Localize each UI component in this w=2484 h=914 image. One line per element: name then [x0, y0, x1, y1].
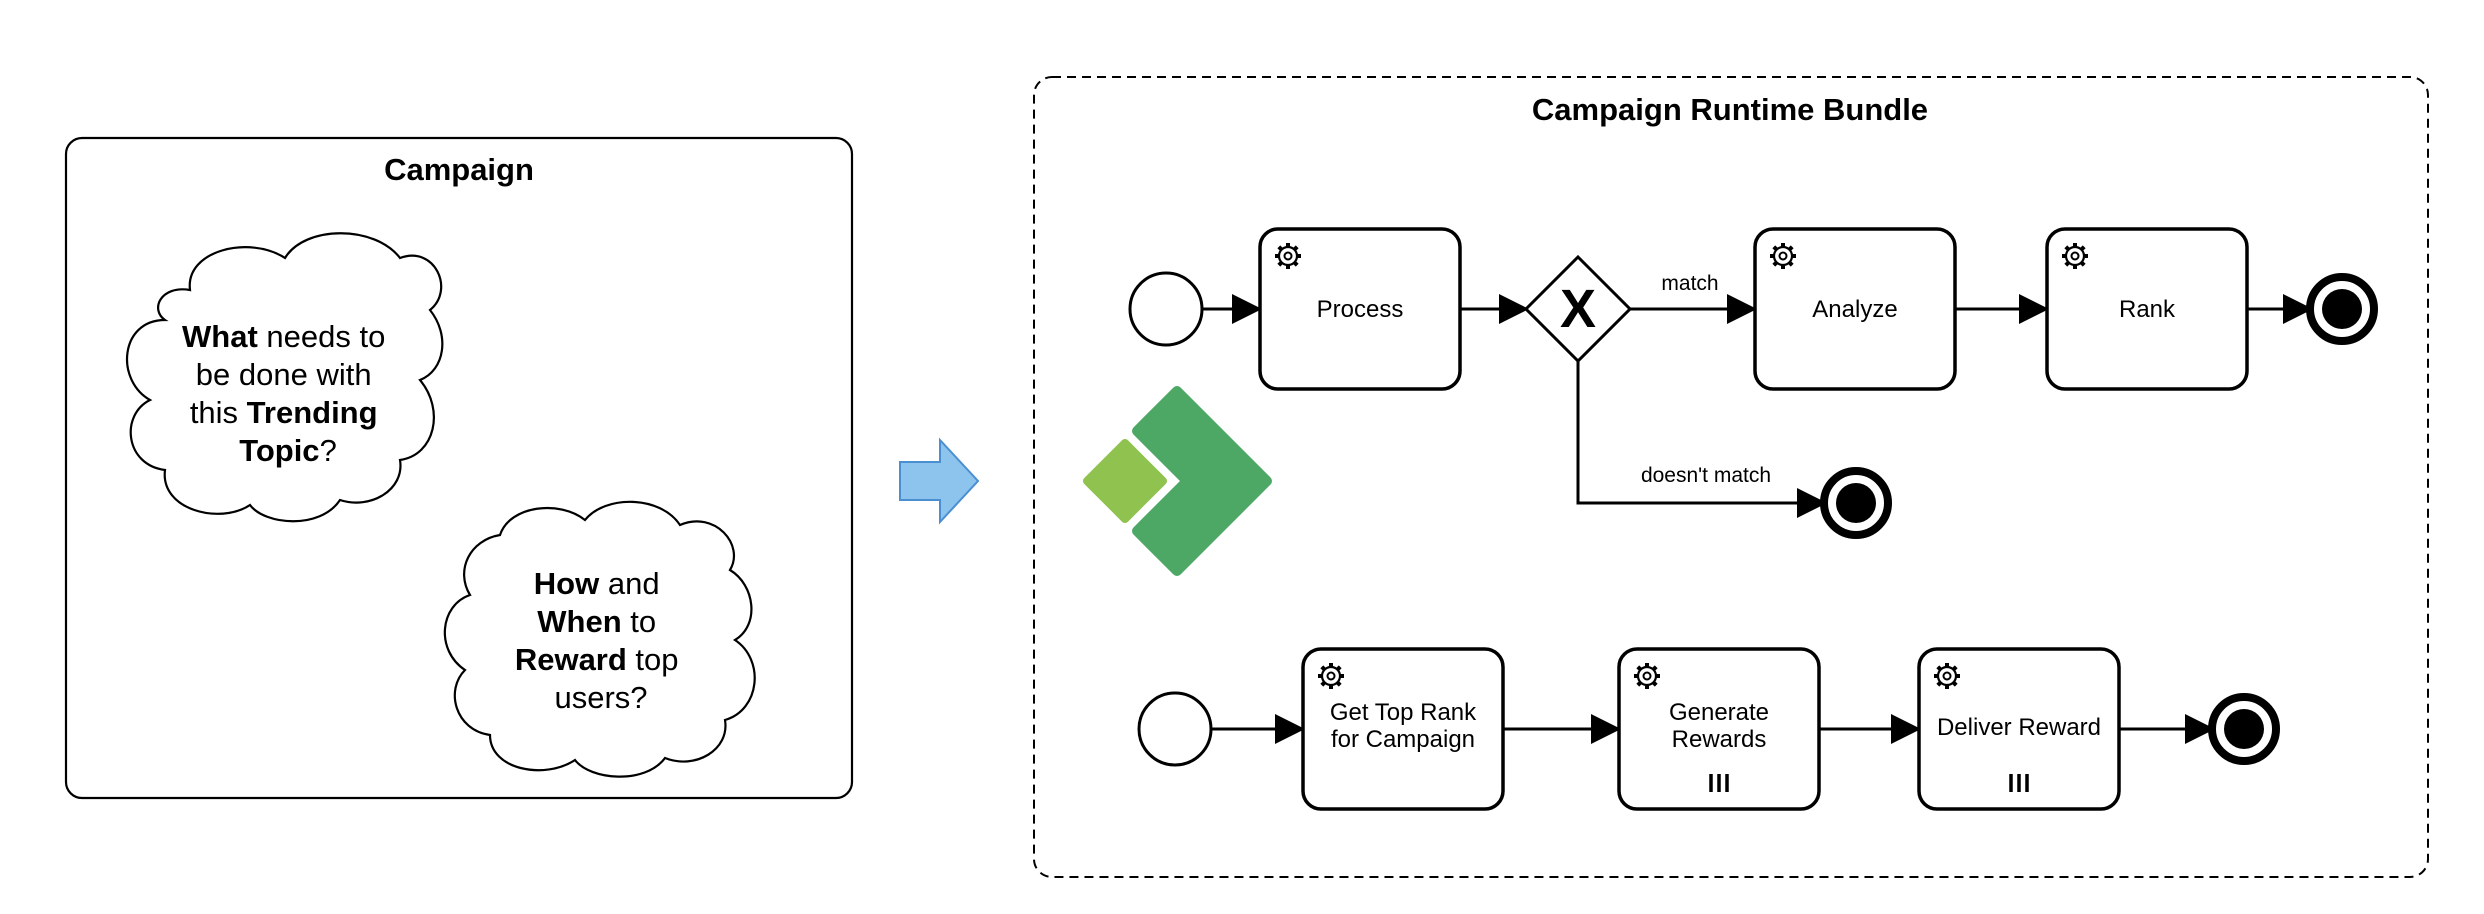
bundle-title: Campaign Runtime Bundle	[1532, 92, 1928, 127]
task-label: for Campaign	[1331, 726, 1475, 753]
cloud-text-what: What needs to be done with this Trending…	[182, 319, 394, 468]
process-flow-2: Get Top Rank for Campaign Generate Rewar…	[1137, 647, 2280, 811]
parallel-multi-instance-icon	[2009, 774, 2029, 792]
sequence-flow-no-match	[1576, 361, 1827, 518]
campaign-title: Campaign	[384, 152, 534, 187]
start-event	[1137, 691, 1213, 767]
cloud-text-how: How and When to Reward top users?	[515, 566, 687, 715]
activiti-logo-icon	[1083, 386, 1272, 576]
task-label: Rewards	[1672, 726, 1767, 753]
task-label: Generate	[1669, 699, 1769, 726]
task-deliver-reward: Deliver Reward	[1917, 647, 2121, 811]
thought-cloud-how: How and When to Reward top users?	[443, 500, 756, 778]
task-label: Process	[1317, 296, 1404, 323]
task-label: Rank	[2119, 296, 2176, 323]
gear-icon	[1932, 661, 1962, 691]
gear-icon	[1316, 661, 1346, 691]
cloud-shape	[443, 500, 756, 778]
cloud-shape	[126, 232, 444, 523]
task-get-top-rank: Get Top Rank for Campaign	[1301, 647, 1505, 811]
gateway-x-icon: X	[1560, 279, 1596, 339]
parallel-multi-instance-icon	[1709, 774, 1729, 792]
task-rank: Rank	[2045, 227, 2249, 391]
campaign-panel: Campaign What needs to be done with this…	[64, 136, 854, 800]
task-label: Get Top Rank	[1330, 699, 1477, 726]
end-event	[2306, 273, 2378, 345]
process-flow-1: Process X match doesn't match Analyze	[1128, 227, 2378, 539]
task-label: Analyze	[1812, 296, 1897, 323]
transform-arrow-icon	[899, 437, 980, 525]
end-event	[1820, 467, 1892, 539]
gear-icon	[1632, 661, 1662, 691]
task-process: Process	[1258, 227, 1462, 391]
task-generate-rewards: Generate Rewards	[1617, 647, 1821, 811]
task-label: Deliver Reward	[1937, 714, 2101, 741]
bundle-box	[1033, 76, 2429, 878]
bundle-panel: Campaign Runtime Bundle Process X match	[1033, 76, 2429, 878]
thought-cloud-what: What needs to be done with this Trending…	[126, 232, 444, 523]
task-analyze: Analyze	[1753, 227, 1957, 391]
gear-icon	[2060, 241, 2090, 271]
start-event	[1128, 271, 1204, 347]
gear-icon	[1768, 241, 1798, 271]
end-event	[2208, 693, 2280, 765]
gear-icon	[1273, 241, 1303, 271]
edge-label-match: match	[1661, 272, 1718, 295]
exclusive-gateway: X	[1523, 254, 1633, 364]
edge-label-no-match: doesn't match	[1641, 464, 1771, 487]
